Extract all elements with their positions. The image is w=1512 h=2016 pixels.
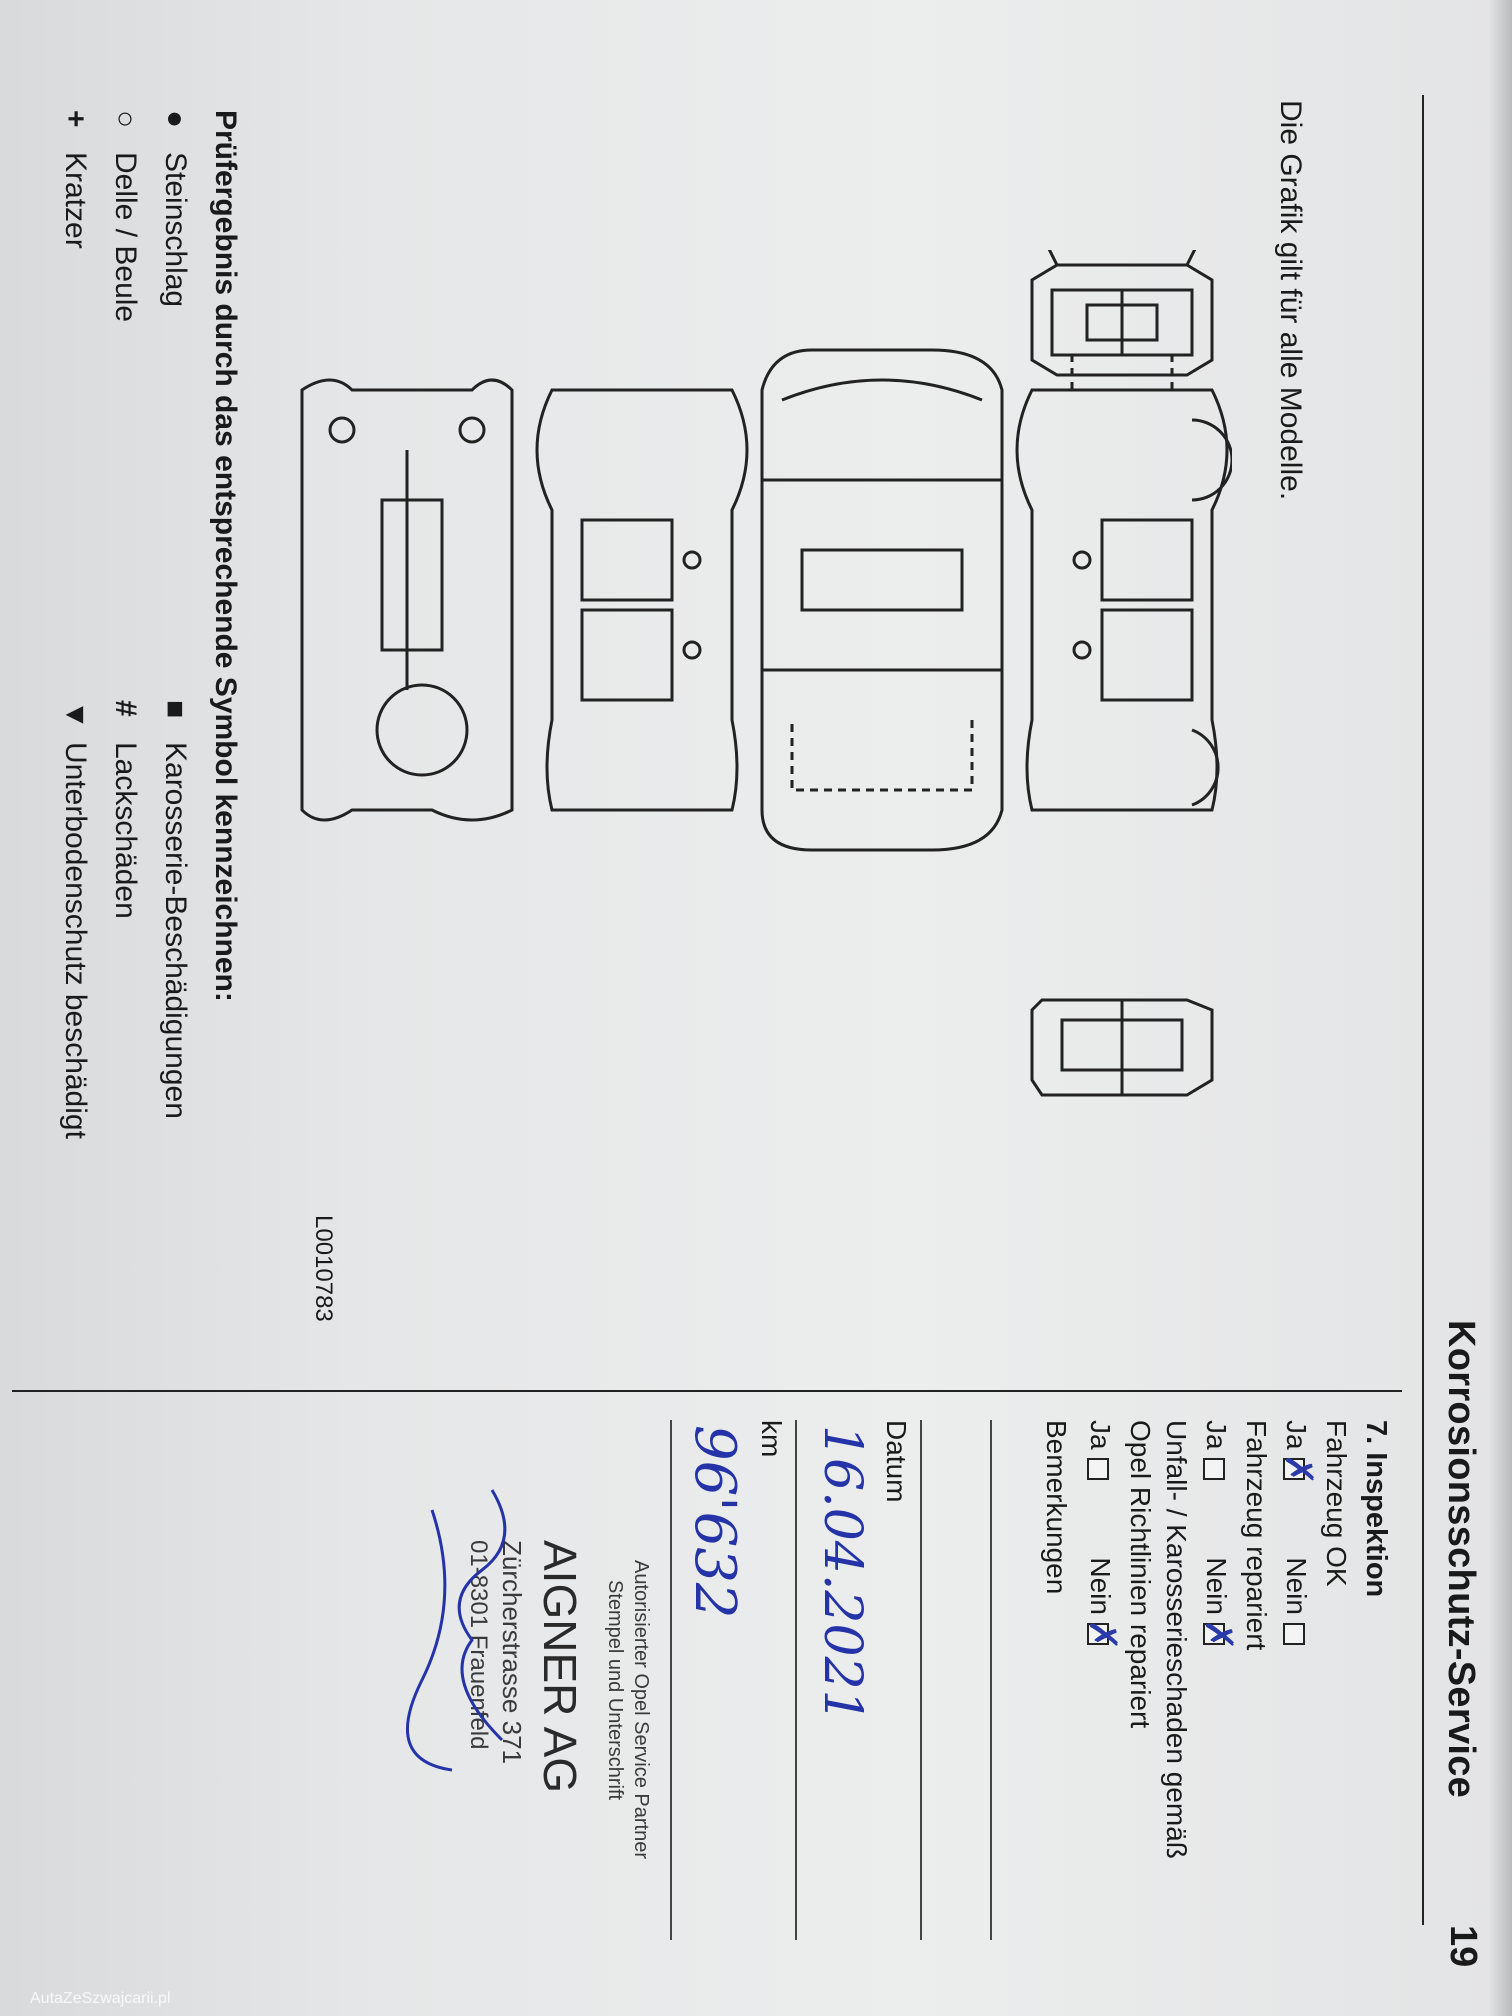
legend-item: ■ Karosserie-Beschädigungen: [158, 700, 192, 1119]
legend-symbol: +: [59, 110, 92, 128]
intro-text: Die Grafik gilt für alle Modelle.: [1274, 100, 1307, 501]
drawing-code: L0010783: [310, 1215, 337, 1322]
legend-item: + Kratzer: [58, 110, 92, 249]
q1-yes-label: Ja: [1281, 1420, 1312, 1450]
q1-no-checkbox[interactable]: [1283, 1622, 1306, 1645]
legend-symbol: ▼: [59, 700, 92, 730]
remarks-line: [990, 1420, 992, 1940]
legend-symbol: #: [109, 700, 142, 717]
column-divider: [12, 1390, 1402, 1392]
q3-no-label: Nein: [1085, 1557, 1116, 1615]
legend-label: Karosserie-Beschädigungen: [159, 742, 192, 1119]
km-label: km: [756, 1420, 787, 1458]
q3-label-line1: Unfall- / Karosserieschaden gemäß: [1161, 1420, 1192, 1859]
car-top-view: [760, 348, 1004, 852]
km-line: [670, 1420, 672, 1940]
q2-label: Fahrzeug repariert: [1241, 1420, 1272, 1651]
date-handwritten: 16.04.2021: [812, 1425, 872, 1723]
remarks-label: Bemerkungen: [1041, 1420, 1072, 1595]
legend-symbol: ○: [109, 110, 142, 129]
car-rear-view: [1030, 250, 1214, 377]
km-handwritten: 96'632: [682, 1425, 747, 1619]
q1-label: Fahrzeug OK: [1321, 1420, 1352, 1587]
stamp-company: AIGNER AG: [534, 1540, 586, 1794]
stamp-caption: Autorisierter Opel Service Partner: [630, 1560, 652, 1860]
remarks-line: [920, 1420, 922, 1940]
legend-title: Prüfergebnis durch das entsprechende Sym…: [209, 110, 242, 1002]
q2-no-label: Nein: [1201, 1557, 1232, 1615]
header-rule: [1422, 95, 1424, 1925]
car-front-view: [1030, 998, 1214, 1097]
watermark: AutaZeSzwajcarii.pl: [30, 1990, 171, 2007]
legend-symbol: ■: [159, 700, 192, 719]
q2-yes-checkbox[interactable]: [1203, 1457, 1226, 1480]
q1-options: Ja Nein: [1280, 1420, 1312, 1645]
legend-symbol: ●: [159, 110, 192, 129]
legend-item: ▼ Unterbodenschutz beschädigt: [58, 700, 92, 1139]
car-underbody-view: [300, 378, 514, 822]
legend-label: Kratzer: [59, 152, 92, 249]
legend-label: Steinschlag: [159, 152, 192, 308]
q3-no-checkbox[interactable]: [1087, 1622, 1110, 1645]
legend-item: ● Steinschlag: [158, 110, 192, 307]
q3-options: Ja Nein: [1084, 1420, 1116, 1645]
date-label: Datum: [881, 1420, 912, 1503]
car-side-view-right: [1015, 350, 1232, 812]
car-side-view-left: [535, 388, 749, 812]
q2-no-checkbox[interactable]: [1203, 1622, 1226, 1645]
page-edge-shadow: [1488, 0, 1512, 2016]
legend-label: Delle / Beule: [109, 152, 142, 323]
signature-scribble: [406, 1489, 507, 1772]
q3-yes-label: Ja: [1085, 1420, 1116, 1450]
inspection-heading: 7. Inspektion: [1360, 1420, 1392, 1598]
q1-yes-checkbox[interactable]: [1283, 1457, 1306, 1480]
q3-label-line2: Opel Richtlinien repariert: [1125, 1420, 1156, 1729]
page-number: 19: [1442, 1925, 1484, 1968]
q2-yes-label: Ja: [1201, 1420, 1232, 1450]
page-title: Korrosionsschutz-Service: [1440, 1320, 1482, 1799]
date-line: [795, 1420, 797, 1940]
legend-item: # Lackschäden: [108, 700, 142, 919]
legend-label: Unterbodenschutz beschädigt: [59, 742, 92, 1139]
q2-options: Ja Nein: [1200, 1420, 1232, 1645]
car-damage-diagram: [300, 250, 1232, 1097]
q1-no-label: Nein: [1281, 1557, 1312, 1615]
stamp-caption: Stempel und Unterschrift: [604, 1580, 626, 1801]
legend-label: Lackschäden: [109, 742, 142, 919]
legend-item: ○ Delle / Beule: [108, 110, 142, 322]
q3-yes-checkbox[interactable]: [1087, 1457, 1110, 1480]
